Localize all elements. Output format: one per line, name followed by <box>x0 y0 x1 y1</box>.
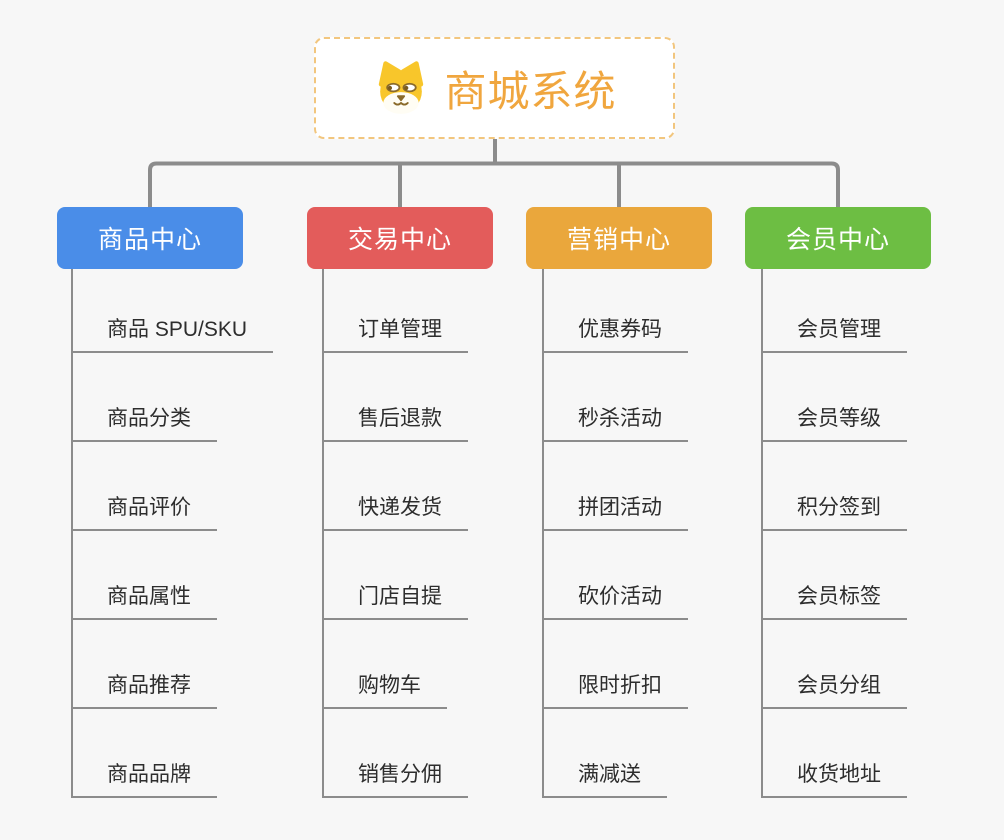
branch-label: 商品中心 <box>97 226 202 254</box>
topic-item[interactable]: 会员标签 <box>761 531 907 620</box>
topic-item-label: 砍价活动 <box>544 584 688 620</box>
topic-item[interactable]: 快递发货 <box>322 442 468 531</box>
topic-item-label: 积分签到 <box>763 495 907 531</box>
topic-item-label: 订单管理 <box>324 317 468 353</box>
topic-item-label: 秒杀活动 <box>544 406 688 442</box>
branch-box-marketing-center[interactable]: 营销中心 <box>526 207 712 269</box>
topic-item[interactable]: 购物车 <box>322 620 468 709</box>
topic-item-label: 优惠券码 <box>544 317 688 353</box>
topic-item-label: 拼团活动 <box>544 495 688 531</box>
topic-item-label: 商品属性 <box>73 584 217 620</box>
topic-item[interactable]: 商品属性 <box>71 531 273 620</box>
topic-item[interactable]: 秒杀活动 <box>542 353 688 442</box>
topic-item-label: 商品推荐 <box>73 673 217 709</box>
topic-item-label: 会员等级 <box>763 406 907 442</box>
topic-item-label: 快递发货 <box>324 495 468 531</box>
topic-item[interactable]: 满减送 <box>542 709 688 798</box>
root-title: 商城系统 <box>444 67 617 115</box>
topic-item-label: 会员标签 <box>763 584 907 620</box>
topic-item-label: 销售分佣 <box>324 762 468 798</box>
topic-item[interactable]: 拼团活动 <box>542 442 688 531</box>
topic-item-label: 商品品牌 <box>73 762 217 798</box>
topic-item[interactable]: 商品品牌 <box>71 709 273 798</box>
topic-item[interactable]: 订单管理 <box>322 269 468 353</box>
topic-item[interactable]: 会员等级 <box>761 353 907 442</box>
topic-item[interactable]: 商品推荐 <box>71 620 273 709</box>
shiba-dog-icon <box>379 61 424 114</box>
topic-item[interactable]: 收货地址 <box>761 709 907 798</box>
topic-item[interactable]: 商品 SPU/SKU <box>71 269 274 353</box>
topic-item-label: 收货地址 <box>763 762 907 798</box>
topic-item[interactable]: 会员管理 <box>761 269 907 353</box>
topic-item-label: 商品评价 <box>73 495 217 531</box>
branch-box-member-center[interactable]: 会员中心 <box>745 207 931 269</box>
topic-item[interactable]: 优惠券码 <box>542 269 688 353</box>
topic-item-label: 售后退款 <box>324 406 468 442</box>
branch-box-trade-center[interactable]: 交易中心 <box>307 207 493 269</box>
branch-label: 会员中心 <box>785 226 890 254</box>
topic-item-label: 购物车 <box>324 673 447 709</box>
topic-item-label: 商品 SPU/SKU <box>73 317 274 353</box>
topic-item[interactable]: 限时折扣 <box>542 620 688 709</box>
topic-item-label: 商品分类 <box>73 406 217 442</box>
topic-item[interactable]: 销售分佣 <box>322 709 468 798</box>
topic-item-label: 限时折扣 <box>544 673 688 709</box>
topic-item-label: 门店自提 <box>324 584 468 620</box>
topic-item[interactable]: 砍价活动 <box>542 531 688 620</box>
branch-items-marketing-center: 优惠券码 秒杀活动 拼团活动 砍价活动 限时折扣 满减送 <box>542 269 688 798</box>
branch-label: 营销中心 <box>566 226 671 254</box>
branch-items-member-center: 会员管理 会员等级 积分签到 会员标签 会员分组 收货地址 <box>761 269 907 798</box>
topic-item[interactable]: 会员分组 <box>761 620 907 709</box>
topic-item-label: 会员分组 <box>763 673 907 709</box>
topic-item[interactable]: 售后退款 <box>322 353 468 442</box>
topic-item[interactable]: 积分签到 <box>761 442 907 531</box>
topic-item[interactable]: 商品分类 <box>71 353 273 442</box>
root-node[interactable]: 商城系统 <box>314 37 675 139</box>
branch-items-product-center: 商品 SPU/SKU 商品分类 商品评价 商品属性 商品推荐 商品品牌 <box>71 269 274 798</box>
branch-box-product-center[interactable]: 商品中心 <box>57 207 243 269</box>
topic-item[interactable]: 商品评价 <box>71 442 273 531</box>
topic-item-label: 会员管理 <box>763 317 907 353</box>
branch-label: 交易中心 <box>347 226 452 254</box>
branch-items-trade-center: 订单管理 售后退款 快递发货 门店自提 购物车 销售分佣 <box>322 269 468 798</box>
topic-item-label: 满减送 <box>544 762 667 798</box>
trunk-line <box>148 161 840 208</box>
topic-item[interactable]: 门店自提 <box>322 531 468 620</box>
